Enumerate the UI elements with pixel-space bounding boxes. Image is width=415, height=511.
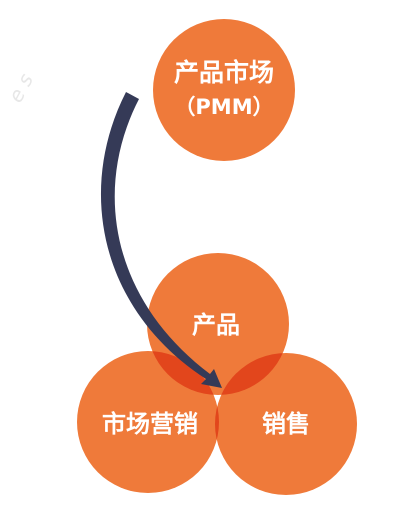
watermark-text: e s (3, 69, 38, 106)
marketing-circle (77, 351, 219, 493)
sales-circle (215, 353, 357, 495)
sales-label: 销售 (262, 410, 310, 438)
pmm-circle (153, 19, 295, 161)
marketing-label: 市场营销 (102, 410, 198, 438)
pmm-label-line1: 产品市场 (174, 58, 274, 87)
curved-arrow-icon (100, 92, 222, 388)
product-label: 产品 (192, 311, 240, 339)
pmm-label-line2: （PMM） (174, 95, 273, 119)
